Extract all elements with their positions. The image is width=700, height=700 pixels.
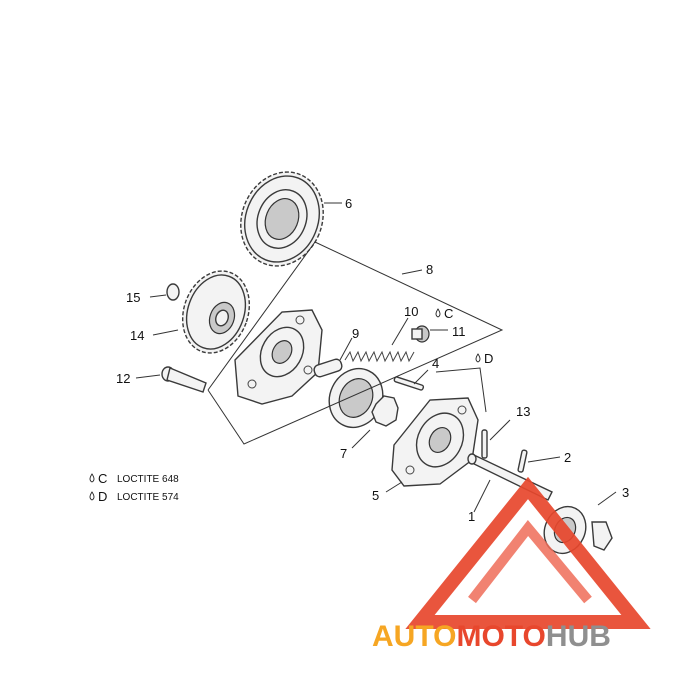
callout-7: 7 (340, 446, 347, 461)
rotor-outer-7 (328, 367, 384, 429)
gear-6 (240, 171, 324, 267)
ring-15 (166, 283, 180, 301)
callout-14: 14 (130, 328, 144, 343)
watermark-text: AUTOMOTOHUB (372, 620, 611, 653)
callout-2: 2 (564, 450, 571, 465)
leader-lines (135, 202, 617, 513)
bracket-8 (207, 241, 504, 445)
callout-4: 4 (432, 356, 439, 371)
marker-d: D (475, 351, 493, 366)
legend-letter-d: D (98, 489, 107, 504)
legend-text-c: LOCTITE 648 (117, 474, 179, 485)
legend-letter-c: C (98, 471, 107, 486)
gear-14 (181, 270, 251, 354)
callout-1: 1 (468, 509, 475, 524)
bolt-12 (161, 366, 207, 393)
pin-13 (481, 429, 488, 459)
spring-10 (344, 350, 415, 363)
watermark-triangle-outer (405, 476, 651, 629)
drop-icon (435, 308, 441, 318)
legend-text-d: LOCTITE 574 (117, 492, 179, 503)
pump-housing-upper (234, 309, 323, 405)
marker-d-letter: D (484, 351, 493, 366)
marker-c: C (435, 306, 453, 321)
drop-icon (89, 491, 95, 501)
callout-9: 9 (352, 326, 359, 341)
callout-6: 6 (345, 196, 352, 211)
callout-10: 10 (404, 304, 418, 319)
callout-3: 3 (622, 485, 629, 500)
plug-11 (411, 325, 430, 343)
legend-row-c: C LOCTITE 648 (89, 471, 179, 486)
valve-9 (313, 358, 343, 378)
callout-15: 15 (126, 290, 140, 305)
pin-2 (517, 449, 528, 473)
callout-12: 12 (116, 371, 130, 386)
callout-5: 5 (372, 488, 379, 503)
callout-8: 8 (426, 262, 433, 277)
callout-13: 13 (516, 404, 530, 419)
drop-icon (89, 473, 95, 483)
watermark-triangle-inner (468, 520, 592, 604)
legend-row-d: D LOCTITE 574 (89, 489, 179, 504)
pump-body-5 (391, 397, 479, 487)
drop-icon (475, 353, 481, 363)
watermark-logo: AUTOMOTOHUB (372, 476, 651, 653)
callout-11: 11 (452, 324, 466, 339)
rotor-inner (371, 395, 399, 427)
legend: C LOCTITE 648 D LOCTITE 574 (89, 471, 179, 504)
marker-c-letter: C (444, 306, 453, 321)
pin-4 (393, 376, 425, 391)
